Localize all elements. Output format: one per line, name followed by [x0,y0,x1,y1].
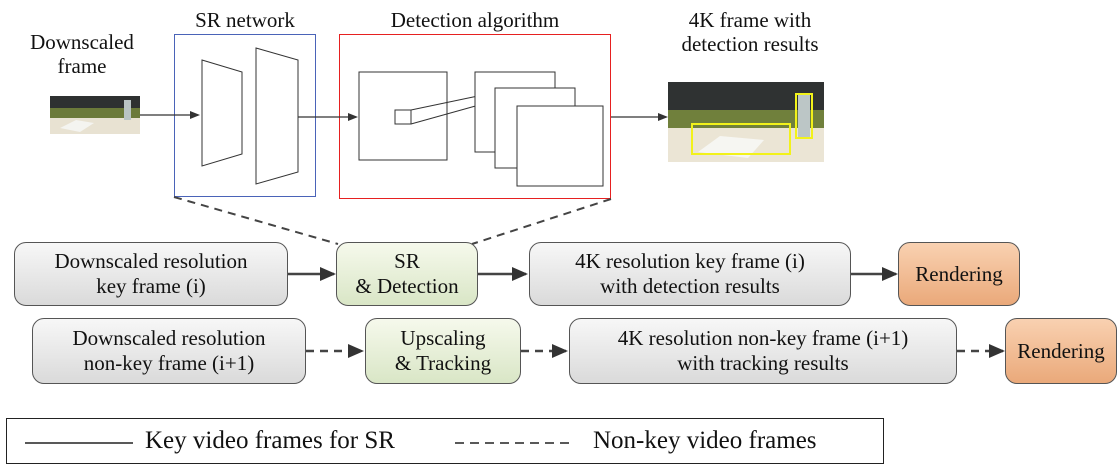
key-rendering-label: Rendering [915,261,1003,286]
key-input-label: Downscaled resolution key frame (i) [54,249,248,298]
key-output-label: 4K resolution key frame (i) with detecti… [575,249,805,298]
sr-detection-box: SR & Detection [336,242,478,306]
sr-network-title: SR network [195,8,295,32]
legend: Key video frames for SR Non-key video fr… [6,418,884,464]
nonkey-output-label: 4K resolution non-key frame (i+1) with t… [617,326,909,375]
key-rendering-box: Rendering [898,242,1020,306]
legend-solid-label: Key video frames for SR [145,427,395,454]
upscaling-tracking-box: Upscaling & Tracking [365,318,521,384]
legend-dashed-label: Non-key video frames [593,427,817,454]
output-frame-image [668,82,824,162]
legend-dashed-line [455,442,575,444]
downscaled-frame-image [50,96,140,134]
nonkey-rendering-label: Rendering [1017,338,1105,363]
downscaled-frame-label: Downscaled frame [30,30,134,78]
detection-algorithm-title: Detection algorithm [390,8,560,32]
key-output-box: 4K resolution key frame (i) with detecti… [529,242,851,306]
nonkey-input-label: Downscaled resolution non-key frame (i+1… [72,326,266,375]
sr-detection-label: SR & Detection [355,249,459,298]
nonkey-output-box: 4K resolution non-key frame (i+1) with t… [569,318,957,384]
upscaling-tracking-label: Upscaling & Tracking [394,326,492,375]
key-input-box: Downscaled resolution key frame (i) [14,242,288,306]
nonkey-rendering-box: Rendering [1005,318,1117,384]
output-frame-label: 4K frame with detection results [681,8,819,56]
detection-layers [358,71,604,187]
sr-network-layers [201,47,299,185]
legend-solid-line [25,442,133,444]
nonkey-input-box: Downscaled resolution non-key frame (i+1… [32,318,306,384]
